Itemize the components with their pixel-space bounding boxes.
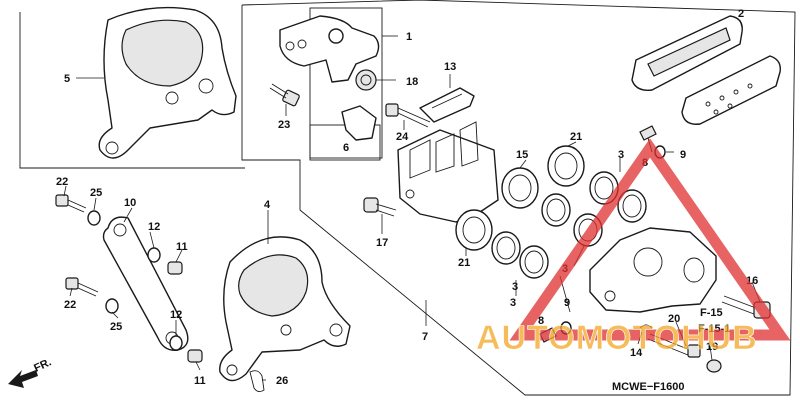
piston-21-lower [455, 209, 493, 251]
caliper-bracket-box [309, 7, 383, 159]
callout-20: 20 [668, 313, 680, 325]
piston-15 [501, 167, 539, 209]
callout-21-a: 21 [570, 131, 582, 143]
callout-13: 13 [444, 61, 456, 73]
callout-9-b: 9 [564, 297, 570, 309]
ref-f15: F-15 [700, 307, 723, 319]
cap-19 [706, 359, 722, 373]
callout-1: 1 [406, 31, 412, 43]
watermark-triangle [509, 138, 791, 341]
clip-14 [639, 324, 653, 329]
callout-5: 5 [64, 73, 70, 85]
callout-3-a: 3 [618, 149, 624, 161]
caliper-body-right [589, 227, 717, 313]
collar-12-upper [147, 247, 161, 263]
callout-25-a: 25 [90, 187, 102, 199]
callout-18: 18 [406, 76, 418, 88]
washer-25-upper [87, 210, 101, 226]
callout-15: 15 [516, 149, 528, 161]
callout-17: 17 [376, 237, 388, 249]
piston-21-upper [547, 145, 585, 187]
callout-14: 14 [630, 347, 643, 359]
pin-bolt-24 [385, 103, 431, 128]
callout-2: 2 [738, 8, 744, 20]
nut-11-upper [167, 261, 183, 275]
pin-26 [249, 370, 265, 393]
callout-labels: 1 2 3 3 3 3 4 5 6 7 8 8 9 9 10 11 11 12 … [56, 8, 758, 387]
callout-4: 4 [264, 199, 271, 211]
callout-11-b: 11 [194, 375, 206, 387]
callout-23: 23 [278, 119, 290, 131]
watermark-brand: AUTOMOTOHUB [476, 319, 758, 357]
front-label: FR. [32, 356, 53, 374]
front-arrow: FR. [8, 356, 53, 388]
callout-6: 6 [343, 142, 349, 154]
boot-18 [355, 69, 377, 91]
callout-26: 26 [276, 375, 288, 387]
callout-8-b: 8 [538, 315, 544, 327]
callout-11-a: 11 [176, 241, 188, 253]
collar-12-lower [169, 335, 183, 351]
bolt-23 [269, 83, 300, 107]
callout-25-b: 25 [110, 321, 122, 333]
heat-guard-lower [219, 236, 351, 382]
brake-pads [631, 15, 781, 125]
callout-7: 7 [422, 331, 428, 343]
pad-spring-13 [419, 87, 475, 123]
bleeder-bolt-17 [363, 197, 397, 217]
callout-3-d: 3 [512, 281, 518, 293]
callout-9-a: 9 [680, 149, 686, 161]
watermark: AUTOMOTOHUB [476, 138, 791, 357]
caliper-body-left [397, 121, 499, 223]
callout-21-b: 21 [458, 257, 470, 269]
callout-3-c: 3 [510, 297, 516, 309]
left-group-frame [19, 12, 245, 169]
assembly-frame [241, 0, 796, 396]
caliper-bracket [279, 15, 380, 83]
callout-12-a: 12 [148, 221, 160, 233]
callout-22-b: 22 [64, 299, 76, 311]
callout-22-a: 22 [56, 176, 68, 188]
pad-retainer-6 [341, 105, 377, 141]
washer-25-lower [105, 298, 119, 314]
diagram-code: MCWE−F1600 [612, 381, 684, 393]
bolt-22-upper [55, 194, 87, 213]
nut-11-lower [187, 349, 203, 363]
callout-12-b: 12 [170, 309, 182, 321]
callout-10: 10 [124, 197, 136, 209]
callout-24: 24 [396, 131, 409, 143]
heat-guard-upper [98, 6, 237, 159]
callout-19: 19 [706, 341, 718, 353]
